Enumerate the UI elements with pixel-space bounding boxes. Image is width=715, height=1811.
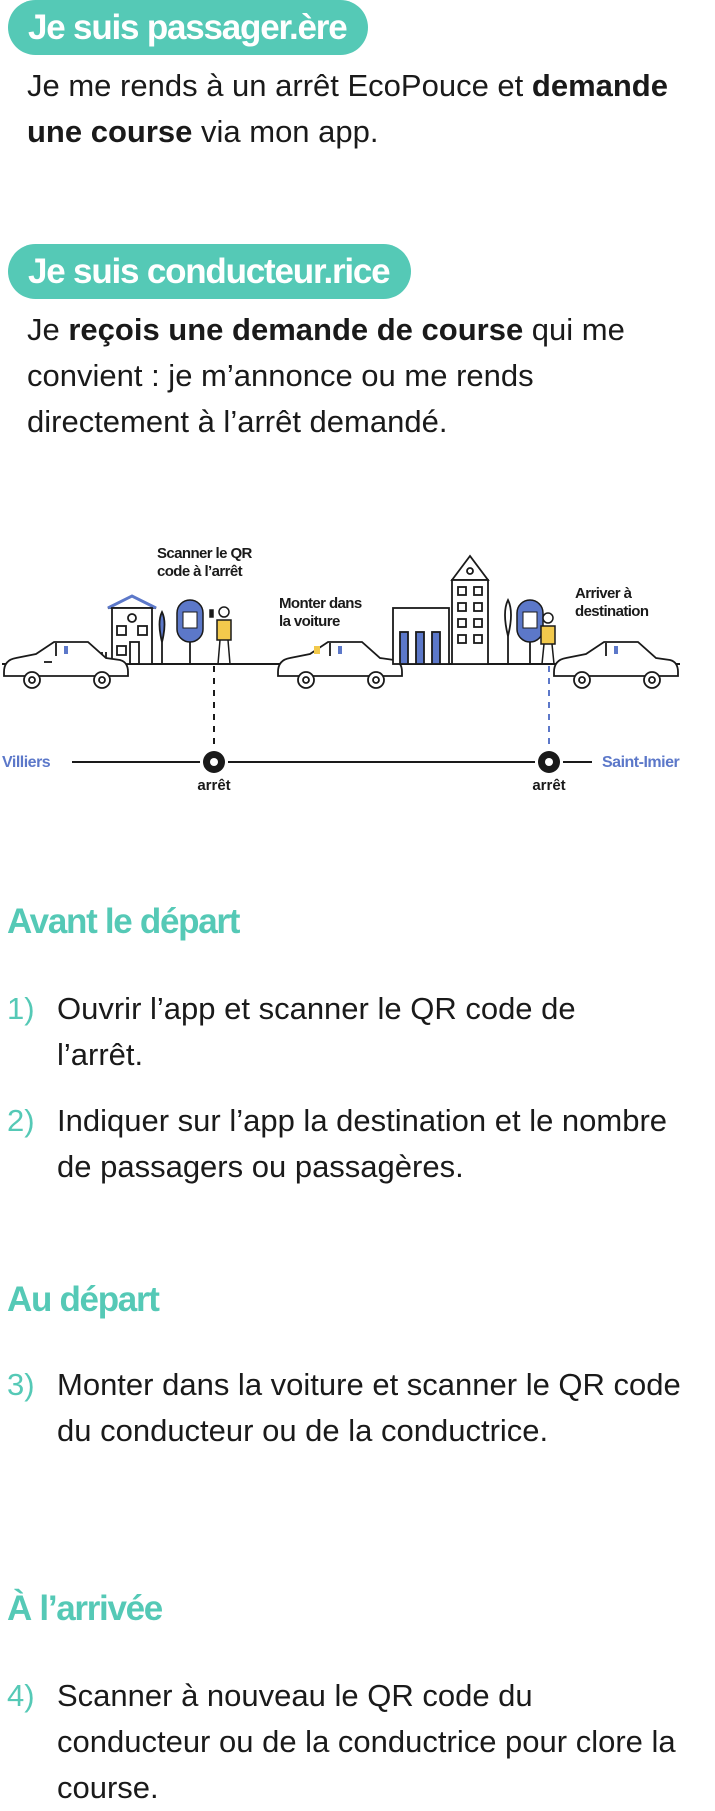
step-item: 2) Indiquer sur l’app la destination et …	[7, 1098, 697, 1190]
label-board-line2: la voiture	[279, 613, 340, 630]
qr-stop-post-icon	[176, 599, 204, 664]
step-number: 4)	[7, 1678, 35, 1713]
driver-text-end: qui me convient : je m’annonce ou me ren…	[27, 312, 625, 439]
label-scan-line2: code à l’arrêt	[157, 563, 243, 580]
driver-text-bold: reçois une demande de course	[68, 312, 524, 347]
step-text: Indiquer sur l’app la destination et le …	[57, 1103, 668, 1184]
label-scan-line1: Scanner le QR	[157, 545, 253, 562]
stop-marker-icon	[538, 751, 560, 773]
stop-label: arrêt	[532, 777, 565, 794]
house-icon	[101, 594, 166, 665]
qr-stop-post-icon	[516, 599, 544, 664]
passenger-description: Je me rends à un arrêt EcoPouce et deman…	[27, 63, 677, 155]
label-arrive-line1: Arriver à	[575, 585, 633, 602]
building-icon	[392, 554, 512, 665]
stop-marker-icon	[203, 751, 225, 773]
person-icon	[209, 606, 232, 665]
section-title-au-depart: Au départ	[7, 1280, 160, 1319]
section-title-avant-depart: Avant le départ	[7, 902, 240, 941]
route-origin: Villiers	[2, 754, 51, 771]
driver-badge: Je suis conducteur.rice	[8, 244, 412, 299]
step-text: Ouvrir l’app et scanner le QR code de l’…	[57, 991, 576, 1072]
person-icon	[540, 612, 556, 665]
car-icon	[277, 641, 403, 689]
route-destination: Saint-Imier	[602, 754, 679, 771]
stop-label: arrêt	[197, 777, 230, 794]
passenger-badge: Je suis passager.ère	[8, 0, 369, 55]
step-text: Monter dans la voiture et scanner le QR …	[57, 1367, 681, 1448]
journey-illustration: Scanner le QR code à l’arrêt Monter dans…	[2, 545, 680, 794]
car-icon	[3, 641, 129, 689]
driver-description: Je reçois une demande de course qui me c…	[27, 307, 667, 445]
passenger-text-end: via mon app.	[192, 114, 379, 149]
label-arrive-line2: destination	[575, 603, 649, 620]
step-number: 2)	[7, 1103, 35, 1138]
section-title-arrivee: À l’arrivée	[7, 1589, 163, 1628]
step-number: 1)	[7, 991, 35, 1026]
step-item: 1) Ouvrir l’app et scanner le QR code de…	[7, 986, 697, 1078]
label-board-line1: Monter dans	[279, 595, 362, 612]
step-text: Scanner à nouveau le QR code du conducte…	[57, 1678, 676, 1805]
step-item: 4) Scanner à nouveau le QR code du condu…	[7, 1673, 697, 1811]
step-number: 3)	[7, 1367, 35, 1402]
step-item: 3) Monter dans la voiture et scanner le …	[7, 1362, 697, 1454]
passenger-text-bold: demande une course	[27, 68, 668, 149]
driver-text-start: Je	[27, 312, 69, 347]
passenger-text-start: Je me rends à un arrêt EcoPouce et	[27, 68, 532, 103]
car-icon	[553, 641, 679, 689]
